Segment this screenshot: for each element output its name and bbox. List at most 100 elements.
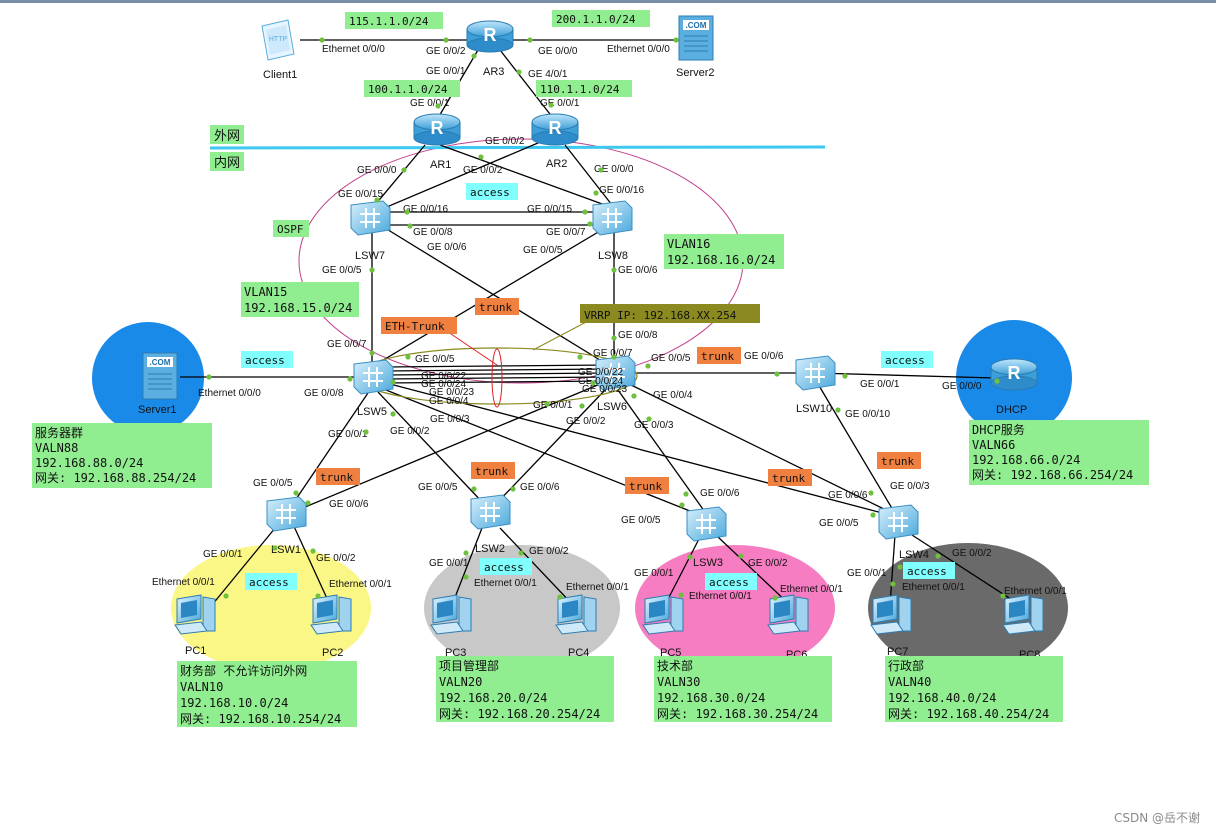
pc4-pc-icon[interactable] (555, 594, 597, 635)
lsw4-switch-icon[interactable] (878, 504, 919, 540)
lsw5-switch-icon[interactable] (353, 359, 394, 395)
access-pc12-label: access (245, 573, 297, 590)
pc7-pc-icon[interactable] (870, 594, 912, 635)
lsw2-switch-icon[interactable] (470, 494, 511, 530)
port-label-ge008: GE 0/0/8 (618, 330, 658, 341)
port-dot (272, 545, 278, 551)
port-dot (994, 378, 1000, 384)
lsw2-label: LSW2 (475, 543, 505, 555)
svg-text:VRRP IP: 192.168.XX.254: VRRP IP: 192.168.XX.254 (584, 309, 737, 322)
link-lsw10-lsw4 (817, 383, 894, 511)
vrrp-pointer (532, 319, 591, 351)
link-lsw1-pc1 (211, 521, 281, 606)
port-label-ge006: GE 0/0/6 (427, 242, 467, 253)
svg-text:115.1.1.0/24: 115.1.1.0/24 (349, 15, 429, 28)
port-label-ge003: GE 0/0/3 (634, 420, 674, 431)
link-lsw3-pc5 (664, 536, 701, 606)
port-label-ge0010: GE 0/0/10 (845, 409, 890, 420)
access-dhcp-label: access (881, 351, 933, 368)
tech-info-box-line: 192.168.30.0/24 (657, 691, 765, 705)
port-dot (435, 103, 441, 109)
port-label-ge401: GE 4/0/1 (528, 69, 568, 80)
pc3-pc-icon[interactable] (430, 594, 472, 635)
port-dot (579, 403, 585, 409)
trunk-lsw1-label: trunk (316, 468, 360, 485)
trunk-lsw4-label: trunk (768, 469, 812, 486)
vlan15-box-line: VLAN15 (244, 285, 287, 299)
net-200-label: 200.1.1.0/24 (552, 10, 650, 27)
port-dot (870, 512, 876, 518)
port-dot (673, 37, 679, 43)
ar1-router-icon[interactable]: R (413, 113, 461, 146)
port-label-ge006: GE 0/0/6 (744, 351, 784, 362)
server2-label: Server2 (676, 67, 715, 79)
port-dot (1000, 593, 1006, 599)
svg-text:HTTP: HTTP (269, 36, 288, 43)
trunk-1 (384, 364, 611, 368)
port-label-ge002: GE 0/0/2 (485, 136, 525, 147)
port-dot (223, 593, 229, 599)
port-dot (369, 350, 375, 356)
port-dot (206, 374, 212, 380)
svg-text:R: R (484, 25, 497, 45)
port-dot (611, 335, 617, 341)
ar2-router-icon[interactable]: R (531, 113, 579, 146)
link-lsw4-pc7 (889, 534, 896, 606)
port-label-eth000: Ethernet 0/0/0 (607, 44, 670, 55)
lsw1-switch-icon[interactable] (266, 496, 307, 532)
port-dot (582, 209, 588, 215)
admin-info-box-line: VALN40 (888, 675, 931, 689)
port-dot (842, 373, 848, 379)
port-label-ge001: GE 0/0/1 (847, 568, 887, 579)
pc8-pc-icon[interactable] (1002, 594, 1044, 635)
lsw3-switch-icon[interactable] (686, 506, 727, 542)
port-label-ge005: GE 0/0/5 (418, 482, 458, 493)
port-label-ge002: GE 0/0/2 (952, 548, 992, 559)
link-ar2-lsw8 (564, 144, 613, 206)
dhcp-router-icon[interactable]: R (990, 358, 1038, 391)
port-label-ge002: GE 0/0/2 (426, 46, 466, 57)
tech-zone (635, 545, 835, 671)
port-dot (772, 595, 778, 601)
trunk-lsw10-label: trunk (697, 347, 741, 364)
svg-text:trunk: trunk (881, 455, 914, 468)
link-lsw6-lsw2 (494, 389, 606, 506)
lsw8-switch-icon[interactable] (592, 200, 633, 236)
trunk-lsw3-label: trunk (625, 477, 669, 494)
link-lsw5-lsw3 (385, 389, 701, 516)
port-label-ge002: GE 0/0/2 (390, 426, 430, 437)
svg-text:access: access (249, 576, 289, 589)
port-label-ge0024: GE 0/0/24 (578, 376, 623, 387)
pc2-label: PC2 (322, 647, 343, 659)
server1-server-icon[interactable]: .COM (142, 352, 178, 400)
pc2-pc-icon[interactable] (310, 594, 352, 635)
lsw7-label: LSW7 (355, 250, 385, 262)
project-zone (424, 545, 620, 671)
lsw10-switch-icon[interactable] (795, 355, 836, 391)
ar3-router-icon[interactable]: R (466, 20, 514, 53)
port-dot (646, 416, 652, 422)
window-top-border (0, 0, 1216, 3)
lsw7-switch-icon[interactable] (350, 200, 391, 236)
client1-client-icon[interactable]: HTTP (261, 19, 295, 61)
svg-text:access: access (245, 354, 285, 367)
port-label-ge002: GE 0/0/2 (463, 165, 503, 176)
server2-server-icon[interactable]: .COM (678, 15, 714, 61)
svg-text:access: access (484, 561, 524, 574)
pc6-pc-icon[interactable] (767, 594, 809, 635)
port-dot (390, 379, 396, 385)
link-ar1-lsw7 (374, 144, 426, 206)
port-label-ge008: GE 0/0/8 (413, 227, 453, 238)
outer-zone-label: 外网 (210, 125, 244, 144)
port-dot (407, 223, 413, 229)
trunk-5 (384, 380, 611, 384)
pc5-pc-icon[interactable] (642, 594, 684, 635)
dhcp-info-box-line: 网关: 192.168.66.254/24 (972, 468, 1133, 482)
port-label-ge0015: GE 0/0/15 (338, 189, 383, 200)
port-label-ge0022: GE 0/0/22 (578, 367, 623, 378)
lsw6-switch-icon[interactable] (595, 355, 636, 391)
link-lsw5-lsw4 (389, 383, 891, 516)
pc1-pc-icon[interactable] (174, 594, 216, 635)
watermark: CSDN @岳不谢 (1114, 810, 1200, 825)
